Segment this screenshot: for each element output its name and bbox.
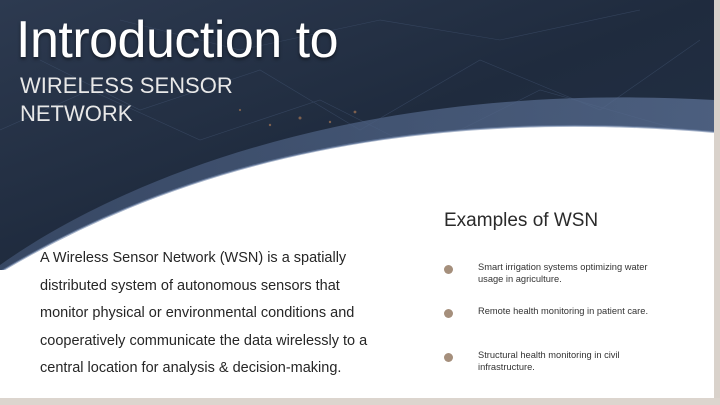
- examples-heading: Examples of WSN: [444, 210, 599, 231]
- frame-edge-bottom: [0, 398, 720, 405]
- examples-list: Smart irrigation systems optimizing wate…: [444, 262, 674, 394]
- header-banner: [0, 0, 714, 270]
- example-text: Remote health monitoring in patient care…: [478, 306, 649, 316]
- slide-title: Introduction to: [16, 11, 339, 69]
- slide-subtitle: WIRELESS SENSOR NETWORK: [20, 73, 233, 126]
- list-item: Remote health monitoring in patient care…: [444, 306, 674, 350]
- list-item: Structural health monitoring in civil in…: [444, 350, 674, 394]
- list-item: Smart irrigation systems optimizing wate…: [444, 262, 674, 306]
- bullet-icon: [444, 265, 453, 274]
- description-paragraph: A Wireless Sensor Network (WSN) is a spa…: [40, 250, 368, 376]
- example-text: Structural health monitoring in civil in…: [478, 350, 620, 372]
- bullet-icon: [444, 353, 453, 362]
- frame-edge-right: [714, 0, 720, 405]
- bullet-icon: [444, 309, 453, 318]
- example-text: Smart irrigation systems optimizing wate…: [478, 262, 648, 284]
- slide: Introduction to WIRELESS SENSOR NETWORK …: [0, 0, 714, 398]
